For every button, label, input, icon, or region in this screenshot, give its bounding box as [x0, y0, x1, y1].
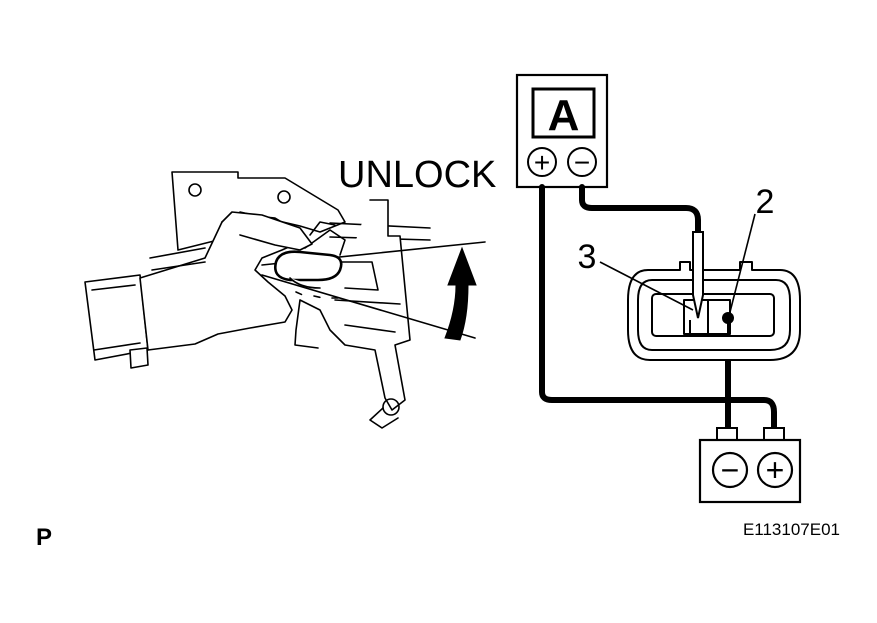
terminal-2-label: 2	[756, 183, 775, 221]
ammeter-display	[531, 87, 596, 139]
meter-to-probe-wire	[579, 184, 701, 235]
leader-lines	[599, 213, 756, 313]
battery-plus-terminal	[756, 451, 794, 489]
unlock-arrow-icon	[444, 246, 477, 341]
test-probe	[692, 231, 704, 319]
hand-icon	[84, 211, 343, 369]
meter-plus-terminal	[527, 147, 557, 177]
unlock-label: UNLOCK	[338, 154, 496, 196]
terminal-2-contact	[722, 312, 734, 324]
meter-minus-label: −	[574, 147, 590, 178]
door-lock-assembly	[171, 171, 486, 429]
ammeter-label: A	[548, 91, 580, 140]
battery-minus-terminal	[711, 451, 749, 489]
section-letter: P	[36, 524, 52, 551]
battery-minus-label: −	[721, 452, 740, 488]
battery: − +	[698, 427, 802, 504]
battery-plus-label: +	[766, 452, 785, 488]
ammeter: A + −	[515, 73, 609, 189]
meter-plus-label: +	[534, 147, 550, 178]
terminal-3-label: 3	[578, 238, 597, 276]
figure-code: E113107E01	[743, 520, 840, 539]
connector	[627, 261, 801, 361]
meter-minus-terminal	[567, 147, 597, 177]
meter-to-battery-plus-wire	[539, 184, 777, 431]
